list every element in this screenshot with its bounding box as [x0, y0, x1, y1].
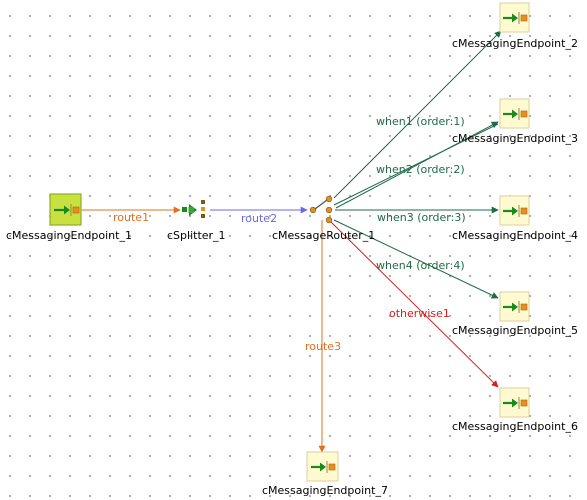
messaging-endpoint-icon: [503, 205, 528, 217]
node-label-messaging-endpoint-3: cMessagingEndpoint_3: [452, 132, 578, 145]
messaging-endpoint-icon: [311, 461, 336, 473]
connection-label-route2: route2: [241, 212, 277, 225]
connection-route1[interactable]: route1: [82, 206, 181, 224]
node-messaging-endpoint-2[interactable]: cMessagingEndpoint_2: [452, 2, 578, 50]
connection-when4[interactable]: when4 (order:4): [333, 219, 499, 299]
node-label-messaging-endpoint-7: cMessagingEndpoint_7: [262, 484, 388, 497]
connection-when-to-endpoint-2[interactable]: [333, 30, 502, 199]
connection-label-when1: when1 (order:1): [376, 115, 465, 128]
node-messaging-endpoint-4[interactable]: cMessagingEndpoint_4: [452, 195, 578, 242]
node-label-messaging-endpoint-4: cMessagingEndpoint_4: [452, 229, 578, 242]
node-label-messaging-endpoint-5: cMessagingEndpoint_5: [452, 324, 578, 337]
messaging-endpoint-icon: [54, 204, 80, 216]
node-messaging-endpoint-6[interactable]: cMessagingEndpoint_6: [452, 387, 578, 433]
connection-when1[interactable]: when1 (order:1): [335, 115, 499, 209]
connection-label-otherwise1: otherwise1: [389, 307, 450, 320]
messaging-endpoint-icon: [503, 397, 528, 409]
connection-label-route1: route1: [113, 211, 149, 224]
splitter-icon: [182, 200, 205, 218]
node-message-router-1[interactable]: cMessageRouter_1: [272, 195, 375, 242]
node-messaging-endpoint-7[interactable]: cMessagingEndpoint_7: [262, 451, 388, 497]
node-splitter-1[interactable]: cSplitter_1: [167, 200, 226, 242]
node-messaging-endpoint-3[interactable]: cMessagingEndpoint_3: [452, 98, 578, 145]
messaging-endpoint-icon: [503, 301, 528, 313]
message-router-icon: [309, 195, 333, 224]
connection-when2[interactable]: when2 (order:2): [333, 123, 499, 206]
node-label-splitter-1: cSplitter_1: [167, 229, 226, 242]
connection-route2[interactable]: route2: [210, 206, 308, 225]
node-messaging-endpoint-1[interactable]: cMessagingEndpoint_1: [6, 193, 132, 242]
connection-label-when2: when2 (order:2): [376, 163, 465, 176]
messaging-endpoint-icon: [503, 108, 528, 120]
node-messaging-endpoint-5[interactable]: cMessagingEndpoint_5: [452, 291, 578, 337]
connection-route3[interactable]: route3: [305, 220, 341, 453]
connection-label-route3: route3: [305, 340, 341, 353]
connection-label-when4: when4 (order:4): [376, 259, 465, 272]
connection-label-when3: when3 (order:3): [377, 211, 466, 224]
node-label-messaging-endpoint-6: cMessagingEndpoint_6: [452, 420, 578, 433]
connection-otherwise1[interactable]: otherwise1: [330, 221, 499, 388]
node-label-messaging-endpoint-2: cMessagingEndpoint_2: [452, 37, 578, 50]
node-label-message-router-1: cMessageRouter_1: [272, 229, 375, 242]
node-label-messaging-endpoint-1: cMessagingEndpoint_1: [6, 229, 132, 242]
connection-when3[interactable]: when3 (order:3): [335, 206, 499, 224]
messaging-endpoint-icon: [503, 12, 528, 24]
